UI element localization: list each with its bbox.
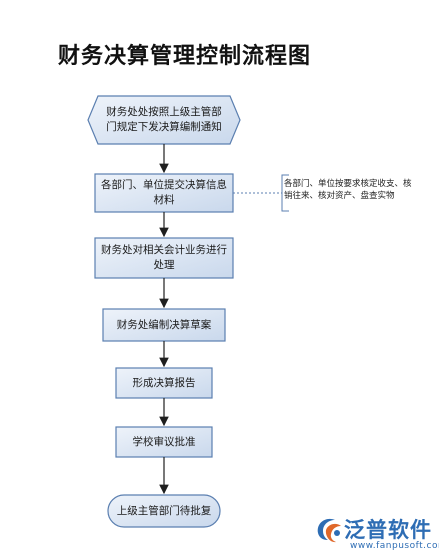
step-await-label: 上级主管部门待批复 bbox=[116, 504, 212, 517]
note-bracket bbox=[281, 174, 289, 212]
step-notify-shape bbox=[87, 95, 241, 145]
step-submit-label: 各部门、单位提交决算信息材料 bbox=[101, 179, 227, 206]
watermark-brand: 泛普软件 bbox=[344, 518, 432, 542]
step-approve-label: 学校审议批准 bbox=[132, 435, 196, 448]
step-await-shape bbox=[107, 494, 221, 528]
step-report-shape bbox=[115, 367, 213, 399]
page-title: 财务决算管理控制流程图 bbox=[58, 43, 312, 69]
watermark-url: www.fanpusoft.com bbox=[350, 541, 439, 551]
step-process-label: 财务处对相关会计业务进行处理 bbox=[101, 244, 227, 271]
brand-logo-icon bbox=[317, 518, 341, 543]
step-report-label: 形成决算报告 bbox=[132, 376, 196, 389]
step-notify-label: 财务处处按照上级主管部门规定下发决算编制通知 bbox=[106, 106, 222, 133]
note-text: 各部门、单位按要求核定收支、核销往来、核对资产、盘查实物 bbox=[284, 179, 412, 201]
step-process-shape bbox=[94, 237, 234, 279]
step-draft-label: 财务处编制决算草案 bbox=[116, 318, 212, 331]
step-approve-shape bbox=[115, 426, 213, 458]
watermark-logo: 泛普软件 www.fanpusoft.com bbox=[312, 511, 439, 555]
